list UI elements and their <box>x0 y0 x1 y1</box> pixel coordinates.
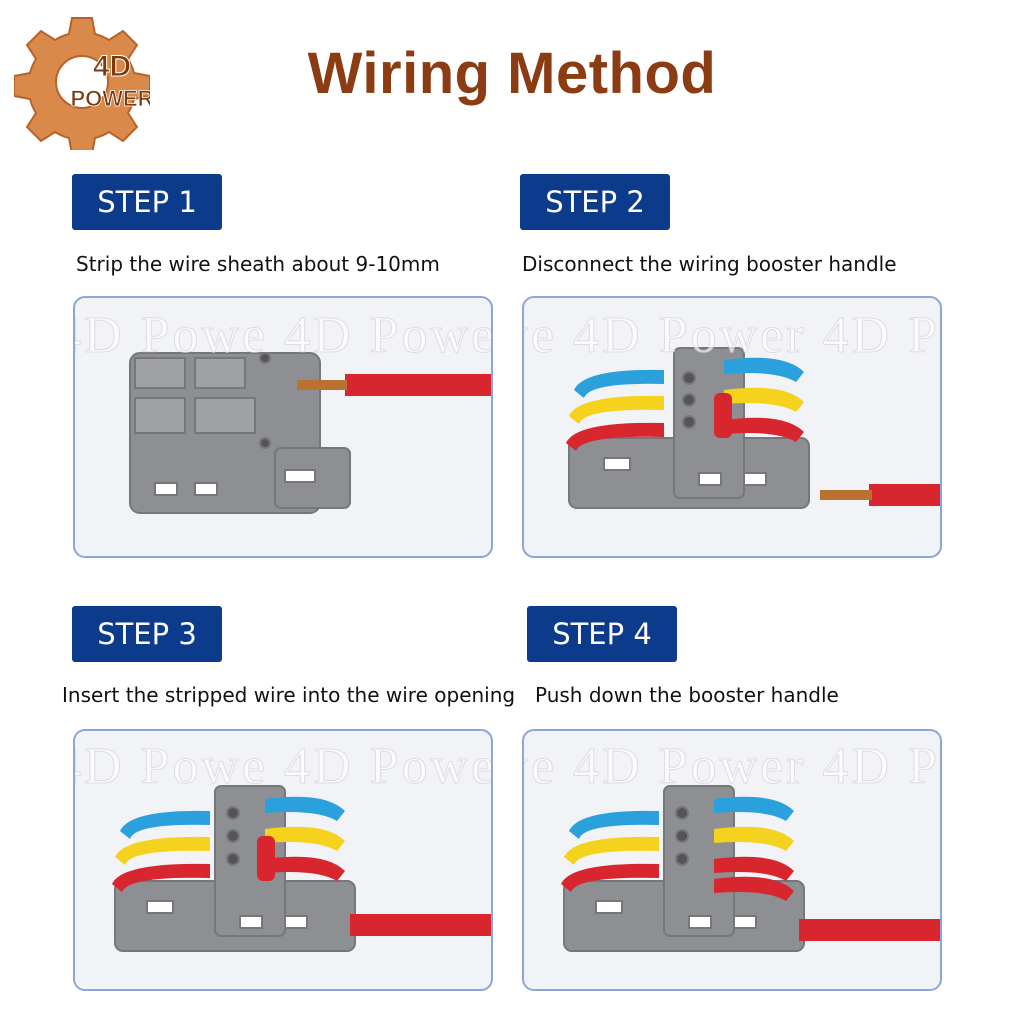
red-levers <box>561 856 794 901</box>
yellow-levers <box>115 826 345 865</box>
step-1-badge: STEP 1 <box>72 174 222 230</box>
page-title: Wiring Method <box>307 41 717 106</box>
brand-logo: 4D POWER <box>13 14 154 155</box>
connector-body <box>568 347 810 509</box>
inserted-wire <box>350 914 491 936</box>
blue-levers <box>569 796 794 839</box>
yellow-levers <box>569 387 804 424</box>
step-2-badge: STEP 2 <box>520 174 670 230</box>
blue-levers <box>120 796 345 839</box>
blue-levers <box>574 357 804 398</box>
step-1-caption: Strip the wire sheath about 9-10mm <box>76 252 440 276</box>
stripped-wire <box>820 484 940 506</box>
step-4-caption: Push down the booster handle <box>535 683 839 707</box>
inserted-wire <box>799 919 940 941</box>
connector-body <box>114 785 356 952</box>
step-4-badge: STEP 4 <box>527 606 677 662</box>
step-4-image: 4D Powe 4D Power 4D Power <box>522 729 942 991</box>
step-3-image: 4D Powe 4D Power 4D Power <box>73 729 493 991</box>
step-3-badge: STEP 3 <box>72 606 222 662</box>
step-1-image: 4D Powe 4D Power 4D Power <box>73 296 493 558</box>
stripped-wire <box>297 374 491 396</box>
red-levers <box>112 836 345 892</box>
yellow-levers <box>564 826 794 865</box>
red-levers <box>566 393 804 451</box>
connector-body <box>129 352 351 514</box>
logo-text-4d: 4D <box>93 50 131 83</box>
step-2-image: 4D Powe 4D Power 4D Power <box>522 296 942 558</box>
logo-text-power: POWER <box>70 86 150 111</box>
step-2-caption: Disconnect the wiring booster handle <box>522 252 897 276</box>
step-3-caption: Insert the stripped wire into the wire o… <box>62 683 516 707</box>
